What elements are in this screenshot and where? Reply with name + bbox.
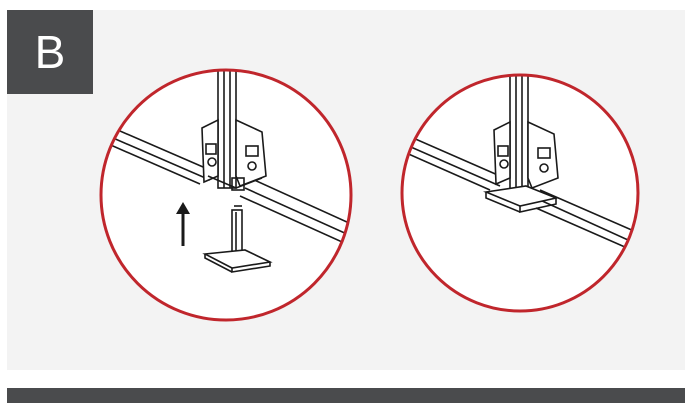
step-badge: B (7, 10, 93, 94)
installed-foot-icon (483, 185, 559, 213)
next-section-bar (7, 388, 685, 403)
detail-circle-after (400, 73, 640, 313)
post-connector (493, 120, 559, 190)
up-arrow-icon (176, 202, 190, 246)
vertical-post (217, 70, 237, 189)
vertical-post (509, 75, 529, 191)
detail-circle-before (99, 68, 353, 322)
step-letter: B (34, 26, 66, 78)
post-connector (201, 118, 267, 191)
rail-right (239, 177, 351, 251)
foot-bracket-icon (202, 205, 273, 273)
